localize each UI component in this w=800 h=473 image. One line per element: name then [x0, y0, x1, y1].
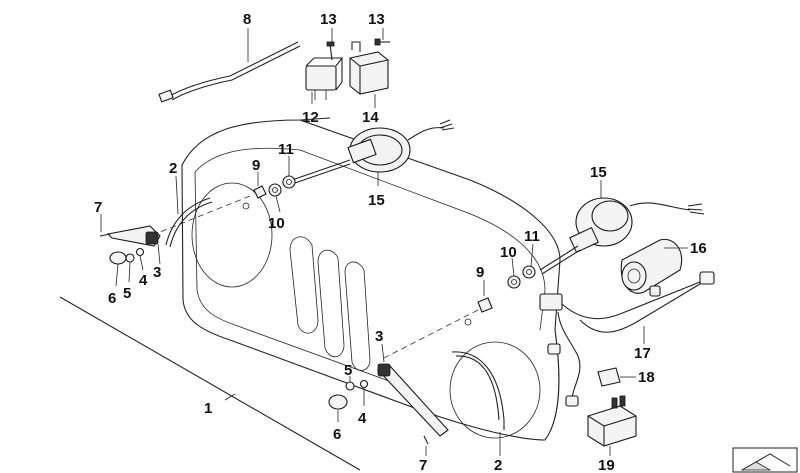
callout-1: 1 — [204, 400, 212, 417]
right-washer-4 — [359, 379, 369, 406]
callout-13a: 13 — [320, 11, 337, 28]
wiring-harness-17 — [539, 271, 715, 407]
callout-11a: 11 — [278, 141, 294, 158]
washer-10-lower — [507, 257, 521, 289]
callout-19: 19 — [598, 457, 615, 473]
wiper-rod — [158, 28, 301, 103]
callout-3a: 3 — [153, 264, 161, 281]
grille-slot — [344, 261, 371, 371]
callout-9a: 9 — [252, 157, 260, 174]
right-cap-6 — [328, 394, 348, 422]
nut-11-lower — [522, 243, 536, 279]
callout-15a: 15 — [368, 192, 385, 209]
left-washer-4 — [135, 247, 145, 271]
callout-10a: 10 — [268, 215, 285, 232]
folded-page-icon — [732, 447, 798, 473]
right-wiper-blade — [451, 351, 505, 456]
callout-5b: 5 — [344, 362, 352, 379]
right-nut-5 — [345, 376, 355, 391]
callout-15b: 15 — [590, 164, 607, 181]
left-wiper-arm — [106, 225, 161, 265]
callout-7b: 7 — [419, 457, 427, 473]
wiper-motor-upper — [291, 119, 455, 186]
screw-part — [326, 28, 335, 61]
connector-18 — [597, 367, 636, 387]
callout-8: 8 — [243, 11, 251, 28]
motor-cover-16 — [620, 238, 688, 294]
callout-9b: 9 — [476, 264, 484, 281]
callout-4a: 4 — [139, 272, 148, 289]
callout-5a: 5 — [123, 285, 131, 302]
bushing-9-upper — [253, 172, 267, 199]
washer-10-upper — [268, 183, 282, 213]
callout-6a: 6 — [108, 290, 116, 307]
wiper-motor-lower — [539, 180, 705, 275]
callout-14: 14 — [362, 109, 379, 126]
grille-slot — [289, 236, 319, 334]
callout-17: 17 — [634, 345, 651, 362]
right-wiper-arm — [377, 343, 449, 437]
callout-16: 16 — [690, 240, 707, 257]
left-cap-6 — [109, 251, 127, 287]
callout-18: 18 — [638, 369, 655, 386]
callout-3b: 3 — [375, 328, 383, 345]
callout-6b: 6 — [333, 426, 341, 443]
left-pin-7 — [99, 214, 111, 237]
callout-7a: 7 — [94, 199, 102, 216]
callout-2a: 2 — [169, 160, 177, 177]
relay-19 — [587, 395, 637, 456]
right-headlight-opening — [449, 341, 541, 439]
right-pin-7 — [423, 435, 429, 456]
callout-11b: 11 — [524, 228, 540, 245]
relay-part — [305, 57, 344, 104]
callout-4b: 4 — [358, 410, 367, 427]
screw-part — [374, 28, 390, 46]
grille-slot — [317, 249, 345, 358]
callout-12: 12 — [302, 109, 319, 126]
left-nut-5 — [125, 253, 135, 283]
bushing-9-lower — [477, 280, 493, 313]
callout-2b: 2 — [494, 457, 502, 473]
callout-10b: 10 — [500, 244, 517, 261]
left-wiper-blade — [165, 175, 213, 248]
timer-relay-part — [349, 41, 389, 108]
nut-11-upper — [282, 156, 296, 189]
callout-13b: 13 — [368, 11, 385, 28]
left-headlight-opening — [191, 182, 273, 288]
